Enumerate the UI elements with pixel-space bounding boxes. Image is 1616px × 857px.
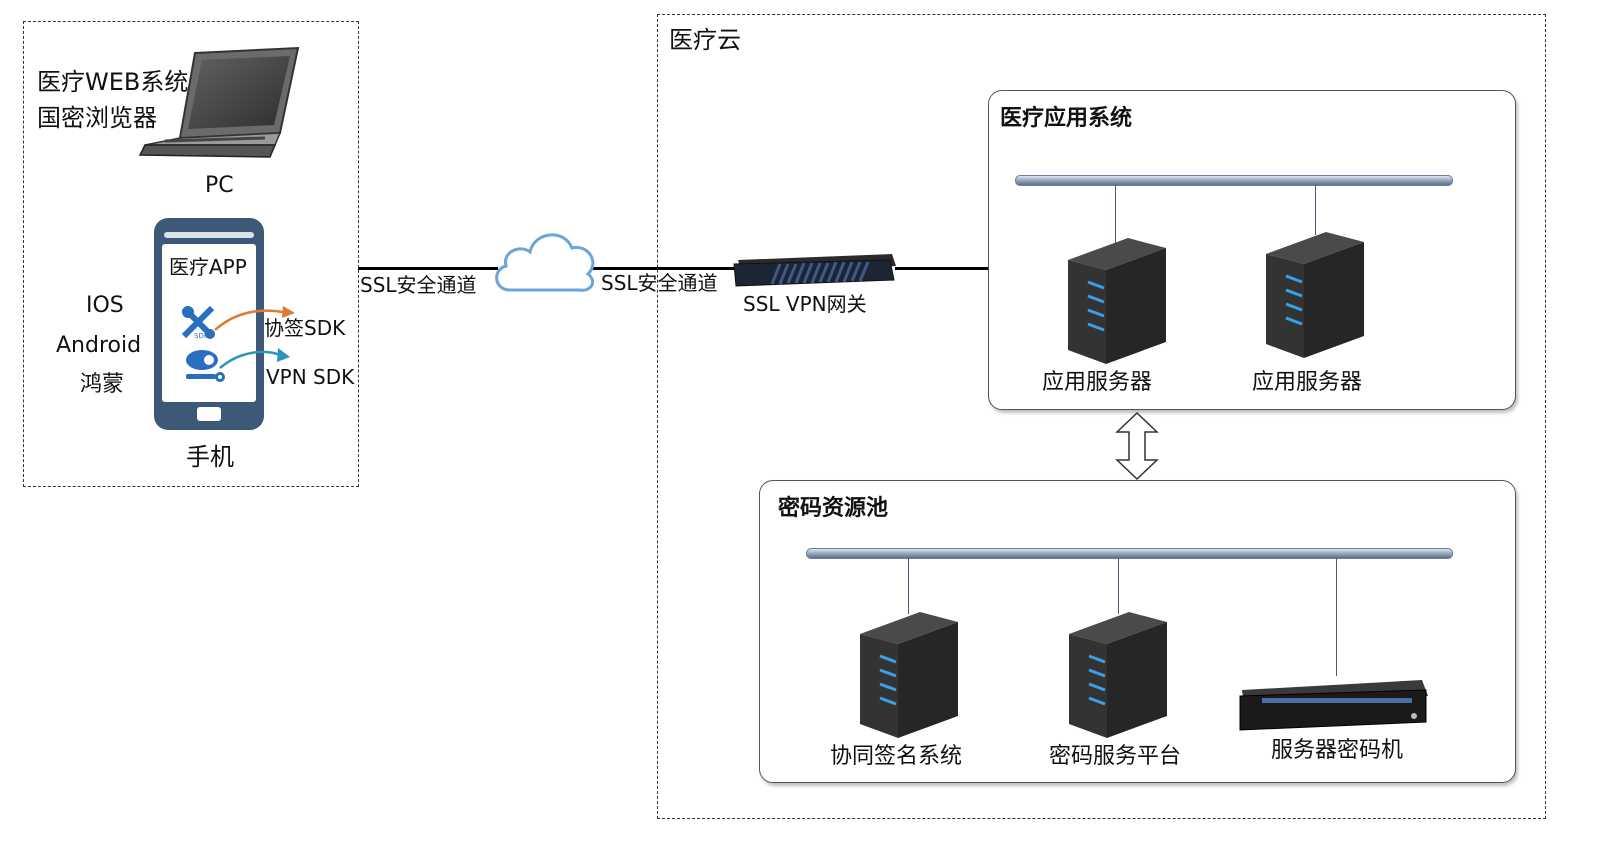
laptop-icon (138, 46, 300, 158)
tools-icon: SDK (181, 305, 215, 340)
app-system-box (988, 90, 1516, 410)
cosign-system-label: 协同签名系统 (830, 744, 963, 769)
ssl-tunnel-left-label: SSL安全通道 (360, 273, 477, 297)
vpn-gateway-label: SSL VPN网关 (743, 292, 867, 316)
os-ios-label: IOS (86, 293, 124, 318)
vpn-sdk-label: VPN SDK (266, 365, 355, 389)
client-area-box (23, 21, 359, 487)
app-system-bus (1015, 175, 1453, 186)
network-link-gateway (895, 267, 990, 270)
app-server-2-icon (1266, 232, 1364, 358)
cosign-sdk-arrow (214, 306, 295, 331)
crypto-pool-title: 密码资源池 (778, 496, 889, 521)
crypto-platform-label: 密码服务平台 (1049, 744, 1182, 769)
medical-cloud-box (657, 14, 1546, 819)
server-crypto-machine-label: 服务器密码机 (1271, 738, 1404, 763)
pc-browser-name: 国密浏览器 (37, 104, 157, 132)
bidirectional-arrow-icon (1115, 411, 1159, 481)
pc-label: PC (205, 173, 234, 198)
cosign-sdk-label: 协签SDK (264, 316, 346, 340)
os-android-label: Android (56, 333, 142, 358)
server-crypto-machine-icon (1239, 680, 1428, 731)
app-bus-link-1 (1115, 185, 1116, 245)
crypto-pool-bus (806, 548, 1453, 559)
pool-bus-link-1 (908, 558, 909, 614)
network-link-right (590, 267, 740, 270)
vpn-sdk-arrow (219, 348, 290, 369)
network-link-left (358, 267, 498, 270)
vpn-gateway-device-icon (733, 254, 896, 287)
app-server-1-icon (1068, 238, 1166, 364)
internet-cloud-icon (495, 233, 595, 292)
crypto-platform-server-icon (1069, 612, 1167, 738)
phone-icon (154, 218, 264, 430)
app-system-title: 医疗应用系统 (1000, 106, 1133, 131)
phone-label: 手机 (186, 443, 234, 471)
phone-app-label: 医疗APP (169, 255, 247, 279)
app-server-1-label: 应用服务器 (1042, 370, 1153, 395)
medical-cloud-title: 医疗云 (669, 26, 741, 54)
app-server-2-label: 应用服务器 (1252, 370, 1363, 395)
pool-bus-link-3 (1336, 558, 1337, 676)
ssl-tunnel-right-label: SSL安全通道 (601, 271, 718, 295)
svg-text:SDK: SDK (194, 332, 209, 340)
cloud-settings-icon (186, 350, 225, 382)
os-harmony-label: 鸿蒙 (80, 372, 125, 397)
pool-bus-link-2 (1118, 558, 1119, 614)
app-bus-link-2 (1315, 185, 1316, 235)
cosign-system-server-icon (860, 612, 958, 738)
pc-system-name: 医疗WEB系统 (37, 68, 189, 96)
